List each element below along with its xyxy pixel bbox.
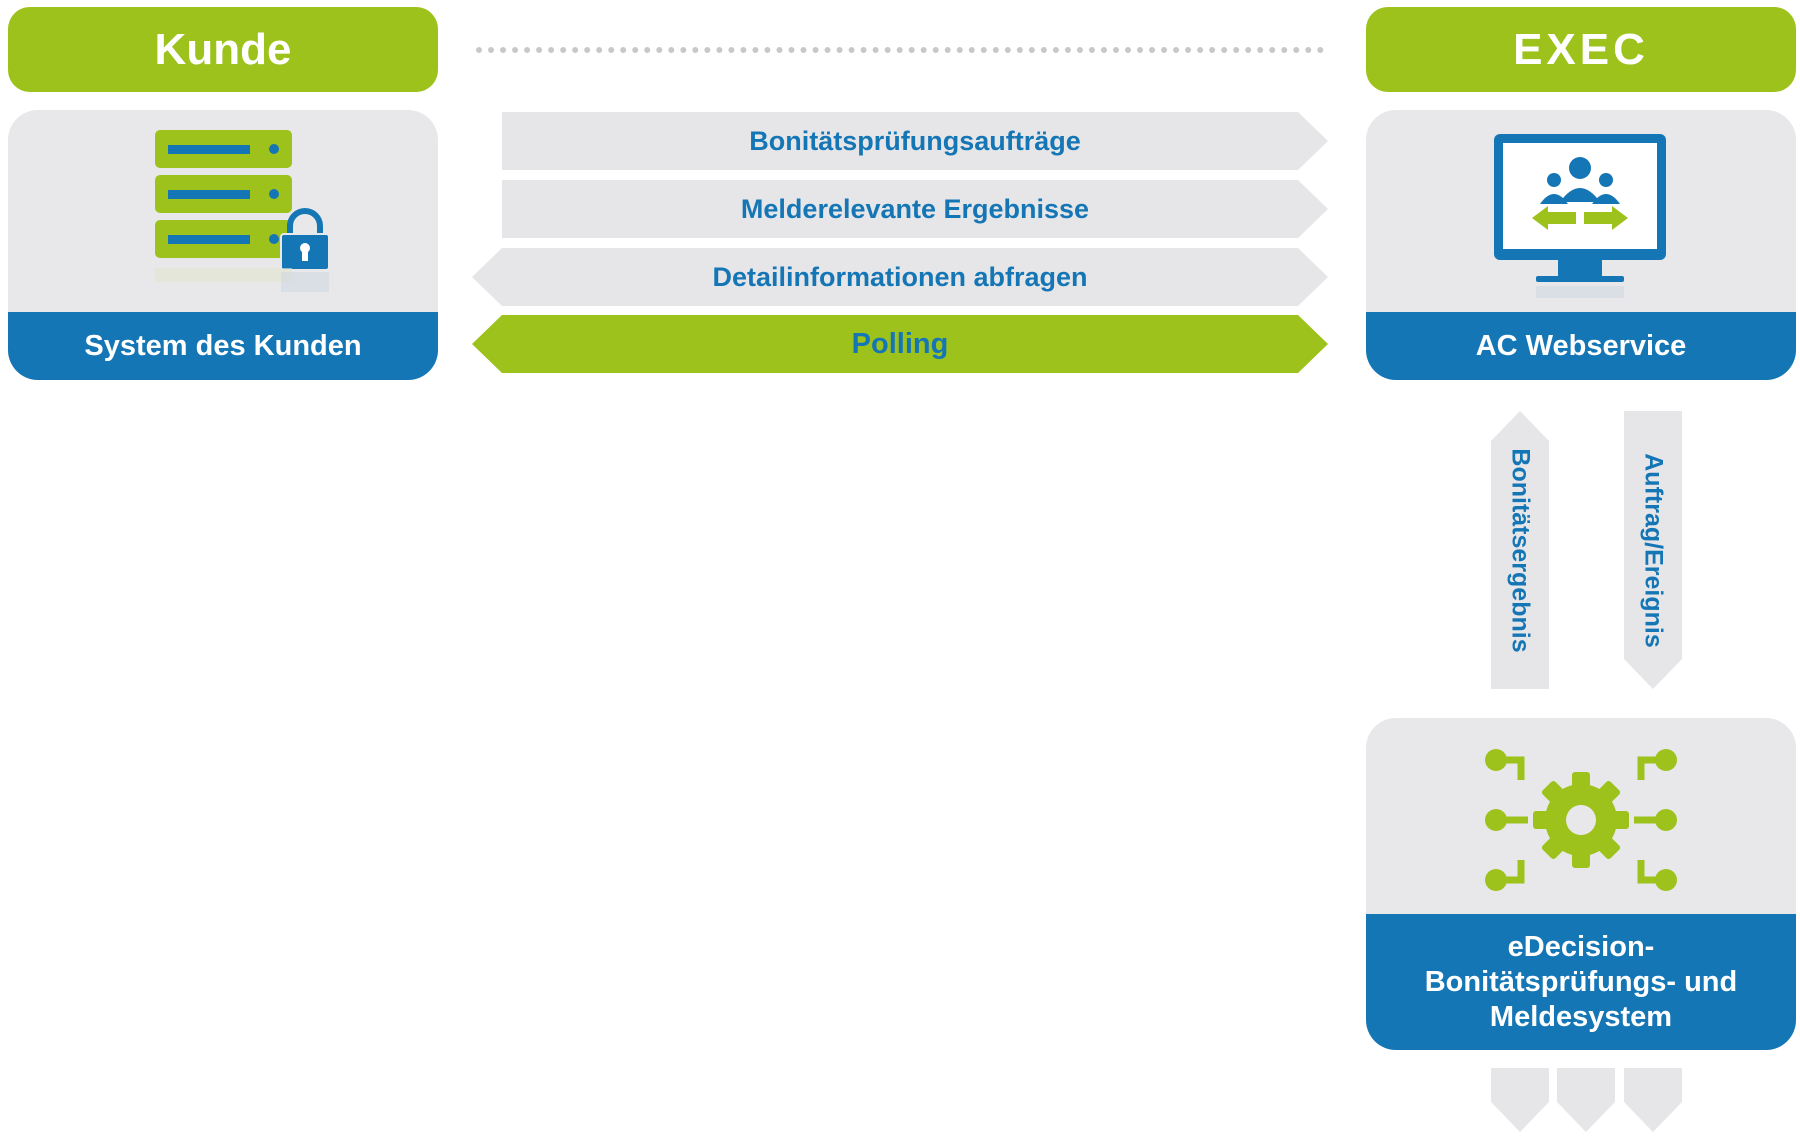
right-arrow-shape bbox=[502, 180, 1328, 238]
dotted-connector bbox=[476, 47, 1324, 53]
flow-label-detailinformationen: Detailinformationen abfragen bbox=[712, 261, 1088, 292]
exec-header: EXEC bbox=[1366, 7, 1796, 92]
customer-system-label: System des Kunden bbox=[84, 329, 362, 362]
edecision-label-line1: eDecision- bbox=[1507, 930, 1655, 963]
kunde-header-label: Kunde bbox=[154, 24, 292, 74]
flow-label-auftrag-ereignis: Auftrag/Ereignis bbox=[1639, 452, 1668, 648]
exec-logo: EXEC bbox=[1513, 24, 1649, 74]
up-arrow-shape bbox=[1491, 411, 1549, 689]
customer-system-band: System des Kunden bbox=[8, 312, 438, 380]
kunde-header: Kunde bbox=[8, 7, 438, 92]
monitor-users-icon bbox=[1494, 134, 1666, 298]
flow-label-polling: Polling bbox=[851, 327, 949, 360]
edecision-band: eDecision- Bonitätsprüfungs- und Meldesy… bbox=[1366, 914, 1796, 1050]
down-arrow-shape bbox=[1624, 411, 1682, 689]
double-arrow-shape bbox=[472, 315, 1328, 373]
flow-label-bonitaetsergebnis: Bonitätsergebnis bbox=[1506, 447, 1535, 653]
flow-arrow-auftrag-ereignis: Auftrag/Ereignis bbox=[1624, 411, 1682, 689]
customer-system-card: System des Kunden bbox=[8, 110, 438, 380]
downward-chevrons bbox=[1491, 1068, 1682, 1132]
ac-webservice-band: AC Webservice bbox=[1366, 312, 1796, 380]
double-arrow-shape bbox=[472, 248, 1328, 306]
gear-circuit-icon bbox=[1485, 749, 1677, 891]
edecision-card: eDecision- Bonitätsprüfungs- und Meldesy… bbox=[1366, 718, 1796, 1050]
server-lock-icon bbox=[155, 130, 330, 292]
edecision-label-line3: Meldesystem bbox=[1489, 1000, 1673, 1033]
ac-webservice-card: AC Webservice bbox=[1366, 110, 1796, 380]
right-arrow-shape bbox=[502, 112, 1328, 170]
flow-arrow-ergebnisse: Melderelevante Ergebnisse bbox=[502, 180, 1328, 238]
ac-webservice-label: AC Webservice bbox=[1475, 329, 1687, 362]
edecision-label-line2: Bonitätsprüfungs- und bbox=[1424, 965, 1738, 998]
flow-label-ergebnisse: Melderelevante Ergebnisse bbox=[740, 193, 1090, 224]
flow-arrow-polling: Polling bbox=[472, 315, 1328, 373]
flow-arrow-detailinformationen: Detailinformationen abfragen bbox=[472, 248, 1328, 306]
flow-label-auftraege: Bonitätsprüfungsaufträge bbox=[749, 125, 1081, 156]
flow-arrow-auftraege: Bonitätsprüfungsaufträge bbox=[502, 112, 1328, 170]
flow-arrow-bonitaetsergebnis: Bonitätsergebnis bbox=[1491, 411, 1549, 689]
